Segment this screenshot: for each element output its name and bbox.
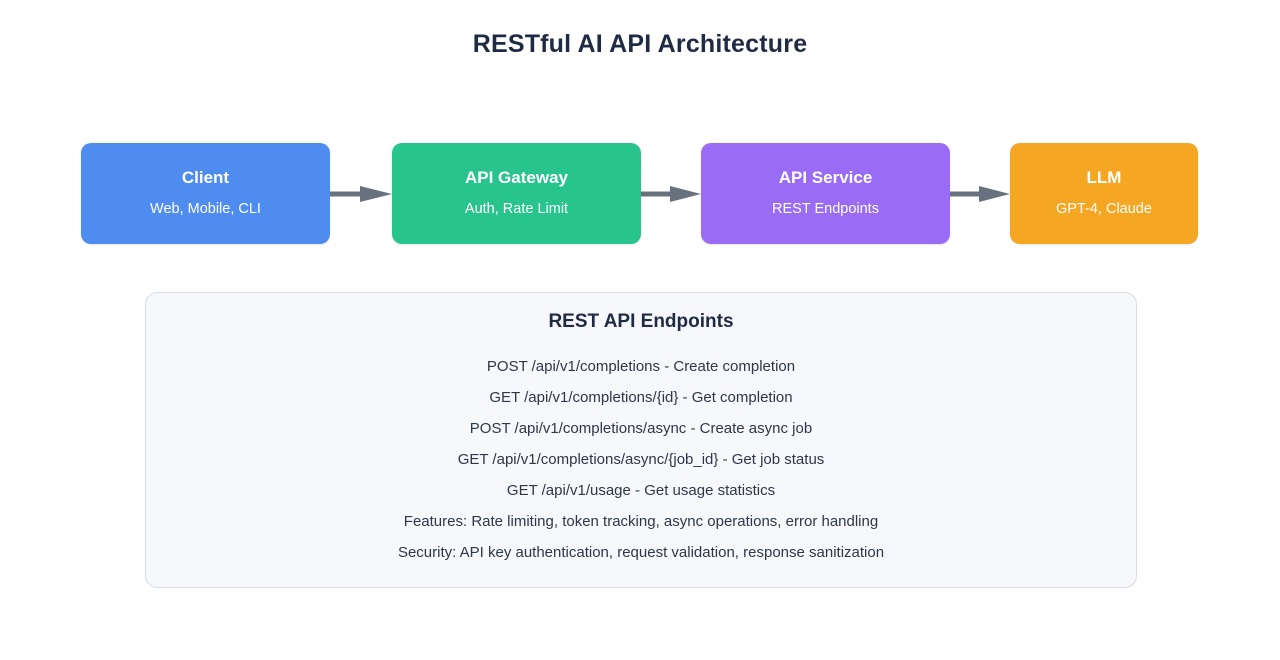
flow-node-api-service-subtitle: REST Endpoints [772, 201, 879, 218]
architecture-flow: Client Web, Mobile, CLI API Gateway Auth… [81, 143, 1198, 244]
arrow-right-icon-service-to-llm [950, 186, 1010, 202]
endpoint-line: POST /api/v1/completions - Create comple… [486, 358, 796, 375]
flow-node-api-gateway[interactable]: API Gateway Auth, Rate Limit [392, 143, 641, 244]
flow-node-client[interactable]: Client Web, Mobile, CLI [81, 143, 330, 244]
endpoint-line: GET /api/v1/usage - Get usage statistics [506, 482, 776, 499]
endpoint-line: POST /api/v1/completions/async - Create … [469, 420, 813, 437]
flow-node-api-service-title: API Service [778, 167, 873, 187]
endpoint-line: GET /api/v1/completions/async/{job_id} -… [457, 451, 825, 468]
flow-node-client-subtitle: Web, Mobile, CLI [150, 201, 261, 218]
endpoint-line: GET /api/v1/completions/{id} - Get compl… [489, 389, 793, 406]
flow-node-api-gateway-subtitle: Auth, Rate Limit [464, 201, 569, 218]
flow-node-llm-title: LLM [1086, 167, 1122, 187]
flow-node-api-gateway-title: API Gateway [465, 167, 568, 187]
page-title: RESTful AI API Architecture [472, 30, 808, 58]
flow-node-llm-subtitle: GPT-4, Claude [1056, 201, 1152, 218]
flow-node-client-title: Client [181, 167, 230, 187]
arrow-right-icon-gateway-to-service [641, 186, 701, 202]
arrow-right-icon-client-to-gateway [330, 186, 392, 202]
security-line: Security: API key authentication, reques… [397, 544, 885, 561]
flow-node-api-service[interactable]: API Service REST Endpoints [701, 143, 950, 244]
features-line: Features: Rate limiting, token tracking,… [403, 513, 879, 530]
panel-title: REST API Endpoints [548, 311, 734, 332]
endpoint-list: POST /api/v1/completions - Create comple… [146, 351, 1136, 568]
rest-api-endpoints-panel: REST API Endpoints POST /api/v1/completi… [145, 292, 1137, 588]
flow-node-llm[interactable]: LLM GPT-4, Claude [1010, 143, 1198, 244]
